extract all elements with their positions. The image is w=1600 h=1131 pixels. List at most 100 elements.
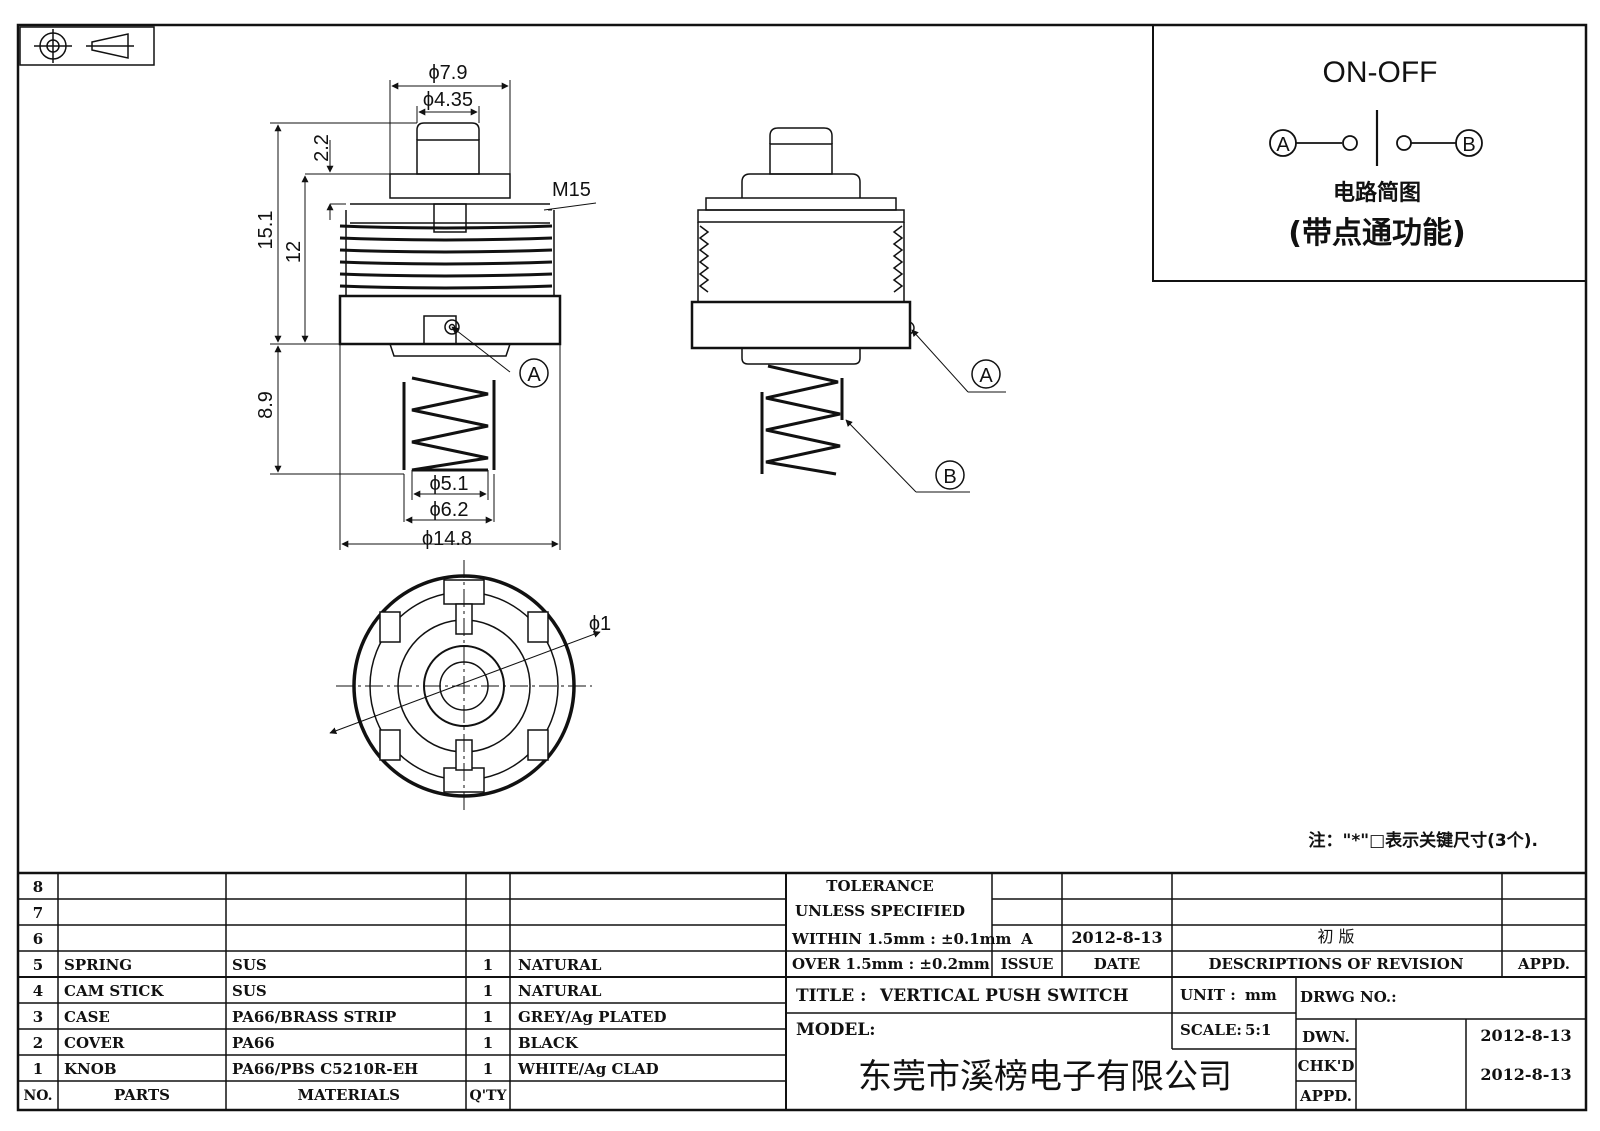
date-label: DATE [1094, 955, 1140, 973]
bom-row-material: PA66/PBS C5210R-EH [232, 1060, 418, 1078]
table-row: 7 [33, 904, 43, 922]
terminal-a-label: A [1276, 134, 1290, 156]
dim-d5-1: ϕ5.1 [429, 473, 468, 495]
dim-12: 12 [283, 241, 305, 263]
dim-d1: ϕ1 [589, 613, 611, 635]
tolerance-line-1: TOLERANCE [826, 877, 933, 895]
table-row: 5 SPRING SUS 1 NATURAL [33, 956, 602, 974]
dwn-date: 2012-8-13 [1480, 1026, 1571, 1045]
bottom-view [329, 560, 601, 812]
scale-value: 5:1 [1245, 1021, 1271, 1039]
appd-revision-label: APPD. [1517, 955, 1570, 973]
bom-row-finish: WHITE/Ag CLAD [517, 1060, 659, 1078]
model-label: MODEL: [796, 1020, 876, 1040]
bom-row-qty: 1 [483, 1008, 493, 1026]
bom-row-qty: 1 [483, 982, 493, 1000]
bom-row-part: COVER [64, 1034, 125, 1052]
projection-symbol-icon [19, 26, 155, 66]
dim-2-2: 2.2 [311, 134, 333, 162]
side-spring [760, 364, 844, 476]
table-row: 3 CASE PA66/BRASS STRIP 1 GREY/Ag PLATED [33, 1008, 667, 1026]
revision-block: A 2012-8-13 初 版 ISSUE DATE DESCRIPTIONS … [1001, 927, 1570, 973]
side-view [690, 127, 915, 476]
bom-row-finish: NATURAL [518, 956, 602, 974]
revision-date: 2012-8-13 [1071, 928, 1162, 947]
dwn-label: DWN. [1302, 1028, 1350, 1046]
drawing-title: VERTICAL PUSH SWITCH [879, 986, 1129, 1006]
table-row: 2 COVER PA66 1 BLACK [33, 1034, 579, 1052]
schematic-panel: ON-OFF A B 电路简图 (带点通功能) [1152, 24, 1587, 282]
dim-d14-8: ϕ14.8 [422, 528, 472, 550]
tolerance-line-3: WITHIN 1.5mm : ±0.1mm [791, 930, 1012, 948]
schematic-subcaption: (带点通功能) [1288, 216, 1465, 251]
chkd-label: CHK'D [1298, 1057, 1355, 1075]
bom-row-qty: 1 [483, 956, 493, 974]
schematic-title: ON-OFF [1323, 56, 1438, 89]
bom-row-no: 8 [33, 878, 43, 896]
unit-value: mm [1245, 986, 1277, 1004]
tolerance-line-2: UNLESS SPECIFIED [795, 902, 965, 920]
bom-row-qty: 1 [483, 1034, 493, 1052]
description-label: DESCRIPTIONS OF REVISION [1208, 955, 1463, 973]
thread-lines [339, 224, 553, 290]
revision-description: 初 版 [1317, 927, 1354, 946]
callout-side-a: A [979, 365, 993, 387]
bom-row-no: 7 [33, 904, 43, 922]
tolerance-line-4: OVER 1.5mm : ±0.2mm [792, 955, 990, 973]
callout-side-b: B [943, 466, 956, 488]
bom-row-no: 3 [33, 1008, 43, 1026]
bom-row-no: 2 [33, 1034, 43, 1052]
bom-header-parts: PARTS [114, 1086, 170, 1104]
bom-row-material: PA66/BRASS STRIP [232, 1008, 396, 1026]
title-block-lines [18, 871, 1586, 1110]
table-row: 6 [33, 930, 43, 948]
bom-header-materials: MATERIALS [297, 1086, 400, 1104]
bom-row-part: SPRING [64, 956, 132, 974]
revision-issue: A [1020, 930, 1033, 948]
bom-row-no: 5 [33, 956, 43, 974]
front-dimension-labels: ϕ7.9 ϕ4.35 2.2 M15 15.1 12 8.9 ϕ5.1 ϕ6.2… [255, 62, 591, 550]
unit-label: UNIT : [1180, 986, 1236, 1004]
dim-15-1: 15.1 [255, 211, 277, 250]
chkd-date: 2012-8-13 [1480, 1065, 1571, 1084]
front-dimensions [270, 80, 597, 550]
key-dimension-note: 注："*"□表示关键尺寸(3个). [1309, 830, 1539, 851]
bom-row-no: 6 [33, 930, 43, 948]
bom-header-no: NO. [23, 1088, 52, 1104]
bom-row-finish: NATURAL [518, 982, 602, 1000]
bom-header: NO. PARTS MATERIALS Q'TY [23, 1086, 507, 1104]
dim-m15: M15 [552, 179, 591, 201]
issue-label: ISSUE [1001, 955, 1054, 973]
bom-table: 8 7 6 5 SPRING SUS 1 NATURAL 4 CAM STICK… [23, 878, 666, 1104]
appd-label: APPD. [1299, 1087, 1352, 1105]
bom-row-material: SUS [232, 982, 267, 1000]
title-label: TITLE : [796, 986, 866, 1006]
dim-d4-35: ϕ4.35 [423, 89, 473, 111]
bom-row-part: CAM STICK [64, 982, 164, 1000]
bom-row-material: PA66 [232, 1034, 275, 1052]
table-row: 4 CAM STICK SUS 1 NATURAL [33, 982, 602, 1000]
side-callouts: A B [845, 329, 1006, 493]
title-info: TITLE : VERTICAL PUSH SWITCH UNIT : mm D… [796, 986, 1572, 1105]
scale-label: SCALE: [1180, 1021, 1242, 1039]
tolerance-block: TOLERANCE UNLESS SPECIFIED WITHIN 1.5mm … [791, 877, 1012, 973]
drwg-no-label: DRWG NO.: [1300, 988, 1397, 1006]
bom-row-material: SUS [232, 956, 267, 974]
dim-d6-2: ϕ6.2 [429, 499, 468, 521]
front-view [338, 122, 562, 472]
bom-row-no: 1 [33, 1060, 43, 1078]
bom-row-qty: 1 [483, 1060, 493, 1078]
bom-header-qty: Q'TY [470, 1088, 508, 1104]
bom-row-finish: GREY/Ag PLATED [518, 1008, 667, 1026]
table-row: 1 KNOB PA66/PBS C5210R-EH 1 WHITE/Ag CLA… [33, 1060, 659, 1078]
bom-row-part: KNOB [64, 1060, 117, 1078]
dim-d7-9: ϕ7.9 [428, 62, 467, 84]
bom-row-finish: BLACK [518, 1034, 579, 1052]
dim-8-9: 8.9 [255, 391, 277, 419]
front-spring [402, 376, 496, 472]
bom-row-part: CASE [64, 1008, 110, 1026]
terminal-b-label: B [1462, 134, 1475, 156]
schematic-caption: 电路简图 [1333, 180, 1421, 206]
drawing-border [16, 23, 1588, 1112]
